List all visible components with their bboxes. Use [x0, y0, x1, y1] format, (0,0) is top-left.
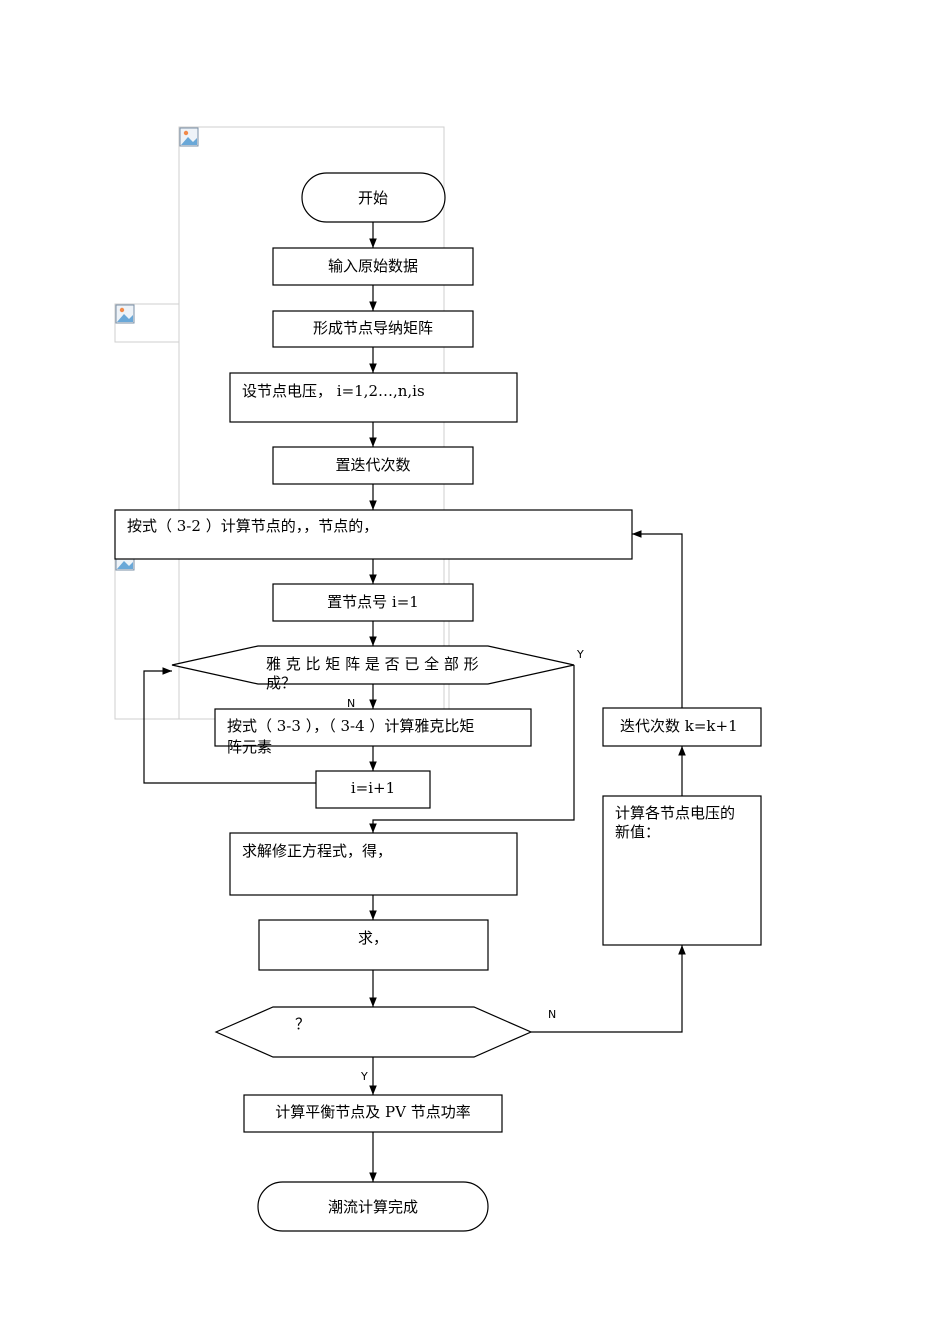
balance-power-label: 计算平衡节点及 PV 节点功率: [275, 1103, 470, 1121]
solve-node: 求解修正方程式，得，: [229, 832, 518, 896]
admittance-label: 形成节点导纳矩阵: [313, 319, 433, 337]
iteration-update-node: 迭代次数 k=k+1: [602, 707, 762, 747]
image-placeholder-frame: [114, 539, 450, 720]
input-data-node: 输入原始数据: [272, 247, 474, 286]
finish-node: 潮流计算完成: [257, 1181, 489, 1232]
set-voltage-node: 设节点电压， i=1,2…,n,is: [229, 372, 518, 423]
set-node-number-label: 置节点号 i=1: [327, 593, 419, 611]
increment-label: i=i+1: [351, 779, 395, 797]
start-label: 开始: [358, 189, 388, 207]
edge-iterupdate-calc32: [632, 530, 683, 708]
jacobian-decision: 雅 克 比 矩 阵 是 否 已 全 部 形 成？: [171, 645, 575, 692]
find-label: 求，: [358, 929, 388, 947]
jacobian-no-label: N: [347, 697, 355, 710]
jacobian-yes-label: Y: [576, 648, 584, 661]
start-node: 开始: [301, 172, 446, 223]
calc-32-label: 按式（ 3-2 ）计算节点的，，节点的，: [127, 517, 378, 535]
calc-32-node: 按式（ 3-2 ）计算节点的，，节点的，: [114, 509, 633, 560]
edge-jacobian-yes: [369, 665, 575, 833]
converge-question-label: ？: [295, 1015, 310, 1033]
converge-yes-label: Y: [360, 1070, 368, 1083]
finish-label: 潮流计算完成: [328, 1198, 418, 1216]
set-iteration-label: 置迭代次数: [335, 456, 410, 474]
balance-power-node: 计算平衡节点及 PV 节点功率: [243, 1094, 503, 1133]
new-voltage-label-line1: 计算各节点电压的: [615, 804, 735, 822]
calc-34-label-line1: 按式（ 3-3 ），（ 3-4 ）计算雅克比矩: [227, 717, 474, 735]
edge-converge-no: [531, 945, 686, 1033]
jacobian-question-line1: 雅 克 比 矩 阵 是 否 已 全 部 形: [266, 655, 479, 673]
image-placeholder-frame: [114, 303, 180, 343]
iteration-update-label: 迭代次数 k=k+1: [620, 717, 738, 735]
increment-node: i=i+1: [315, 770, 431, 809]
admittance-node: 形成节点导纳矩阵: [272, 310, 474, 348]
set-voltage-label: 设节点电压， i=1,2…,n,is: [242, 382, 425, 400]
new-voltage-label-line2: 新值：: [615, 823, 660, 841]
broken-image-icon: [179, 127, 199, 147]
broken-image-icon: [115, 304, 135, 324]
find-node: 求，: [258, 919, 489, 971]
set-iteration-node: 置迭代次数: [272, 446, 474, 485]
jacobian-question-line2: 成？: [266, 674, 296, 692]
input-data-label: 输入原始数据: [328, 257, 418, 275]
calc-34-node: 按式（ 3-3 ），（ 3-4 ）计算雅克比矩 阵元素: [214, 708, 532, 756]
solve-label: 求解修正方程式，得，: [242, 842, 392, 860]
edge-increment-loop: [143, 667, 316, 784]
calc-34-label-line2: 阵元素: [227, 738, 272, 756]
converge-no-label: N: [548, 1008, 556, 1021]
converge-decision: ？: [214, 1006, 533, 1058]
new-voltage-node: 计算各节点电压的 新值：: [602, 795, 762, 946]
set-node-number-node: 置节点号 i=1: [272, 583, 474, 622]
